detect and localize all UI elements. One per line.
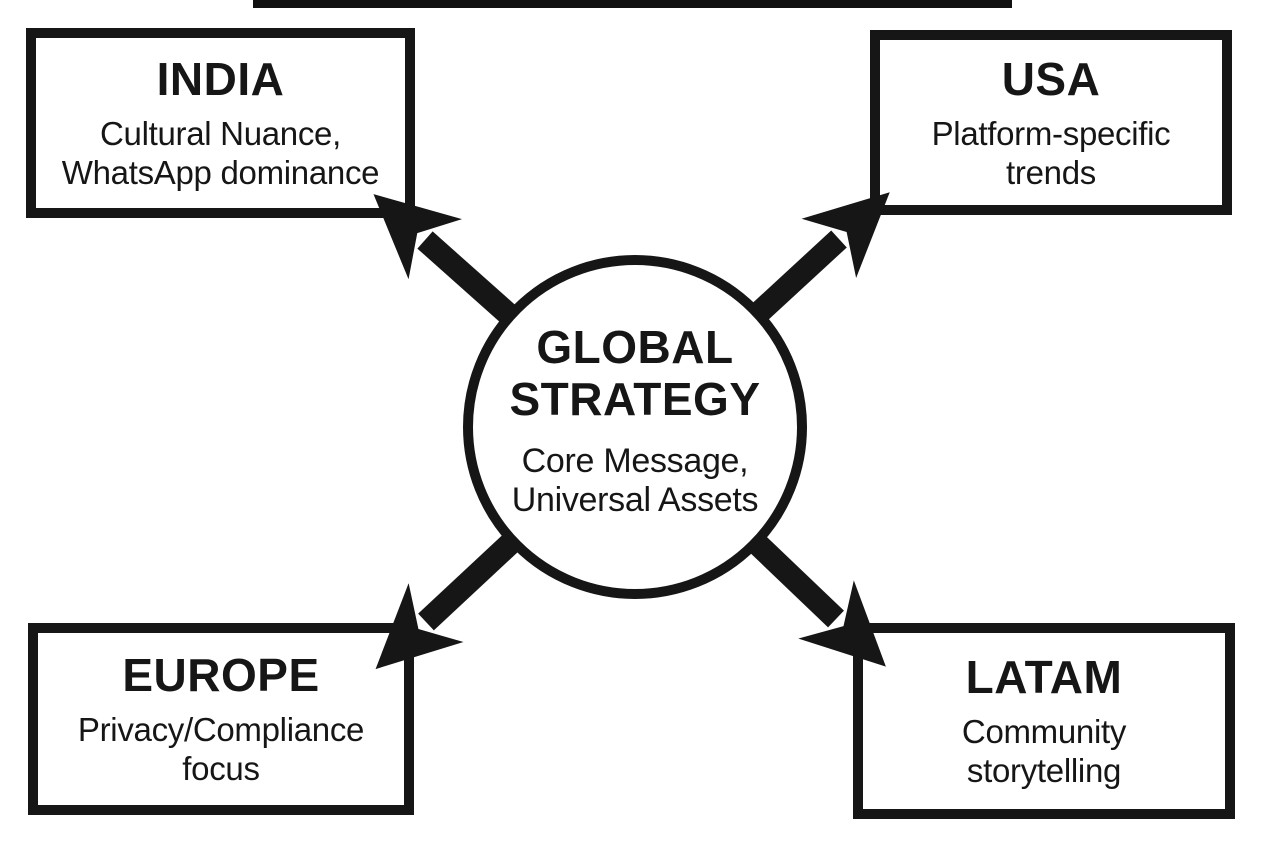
region-box-usa: USA Platform-specific trends: [870, 30, 1232, 215]
region-title-europe: EUROPE: [122, 649, 320, 701]
region-subtitle-usa-line1: Platform-specific: [931, 114, 1171, 152]
region-subtitle-europe-line2: focus: [182, 750, 260, 787]
region-subtitle-latam-line2: storytelling: [966, 752, 1122, 789]
region-title-usa: USA: [1001, 52, 1101, 105]
region-subtitle-india: Cultural Nuance, WhatsApp dominance: [61, 114, 380, 192]
center-title: GLOBAL STRATEGY: [475, 321, 795, 425]
region-subtitle-europe: Privacy/Compliance focus: [77, 710, 365, 788]
region-subtitle-latam: Community storytelling: [962, 712, 1126, 790]
center-subtitle-line1: Core Message,: [521, 442, 749, 480]
region-subtitle-europe-line1: Privacy/Compliance: [77, 711, 365, 748]
region-subtitle-usa-line2: trends: [1006, 153, 1096, 191]
center-title-line2: STRATEGY: [509, 373, 761, 425]
region-box-europe: EUROPE Privacy/Compliance focus: [28, 623, 414, 815]
region-subtitle-latam-line1: Community: [961, 713, 1127, 750]
center-label: GLOBAL STRATEGY Core Message, Universal …: [475, 321, 795, 520]
center-title-line1: GLOBAL: [536, 321, 734, 373]
region-box-india: INDIA Cultural Nuance, WhatsApp dominanc…: [26, 28, 415, 218]
center-subtitle: Core Message, Universal Assets: [475, 442, 795, 520]
region-box-latam: LATAM Community storytelling: [853, 623, 1235, 819]
region-title-india: INDIA: [156, 53, 285, 105]
region-subtitle-usa: Platform-specific trends: [932, 114, 1171, 192]
top-cropped-bar: [253, 0, 1012, 8]
region-title-latam: LATAM: [965, 651, 1123, 703]
center-subtitle-line2: Universal Assets: [511, 481, 759, 519]
region-subtitle-india-line2: WhatsApp dominance: [61, 154, 380, 191]
region-subtitle-india-line1: Cultural Nuance,: [99, 115, 341, 152]
